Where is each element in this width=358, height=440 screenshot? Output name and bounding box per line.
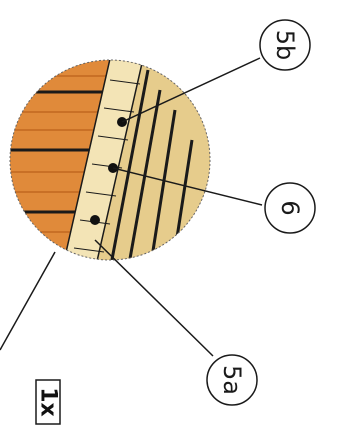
scale-label: 1x — [36, 387, 61, 417]
callout-6: 6 — [264, 182, 316, 234]
callout-label-5b: 5b — [271, 30, 299, 61]
magnified-detail-circle — [10, 60, 210, 260]
leader-line-6 — [112, 167, 263, 206]
leader-line-5a — [94, 239, 214, 357]
cell-walls — [73, 79, 141, 253]
leader-line-5b — [121, 57, 261, 123]
leader-line-scale — [0, 251, 56, 351]
bark-diagonal-lines — [108, 69, 194, 260]
leader-lines — [0, 57, 263, 357]
cell-column — [61, 60, 146, 260]
scale-indicator: 1x — [35, 379, 61, 425]
cell-dot-5a — [90, 215, 100, 225]
callout-5a: 5a — [206, 354, 258, 406]
detail-circle-outline — [9, 59, 211, 261]
callout-label-5a: 5a — [218, 365, 246, 395]
callout-label-6: 6 — [276, 200, 304, 215]
callout-5b: 5b — [259, 19, 311, 71]
